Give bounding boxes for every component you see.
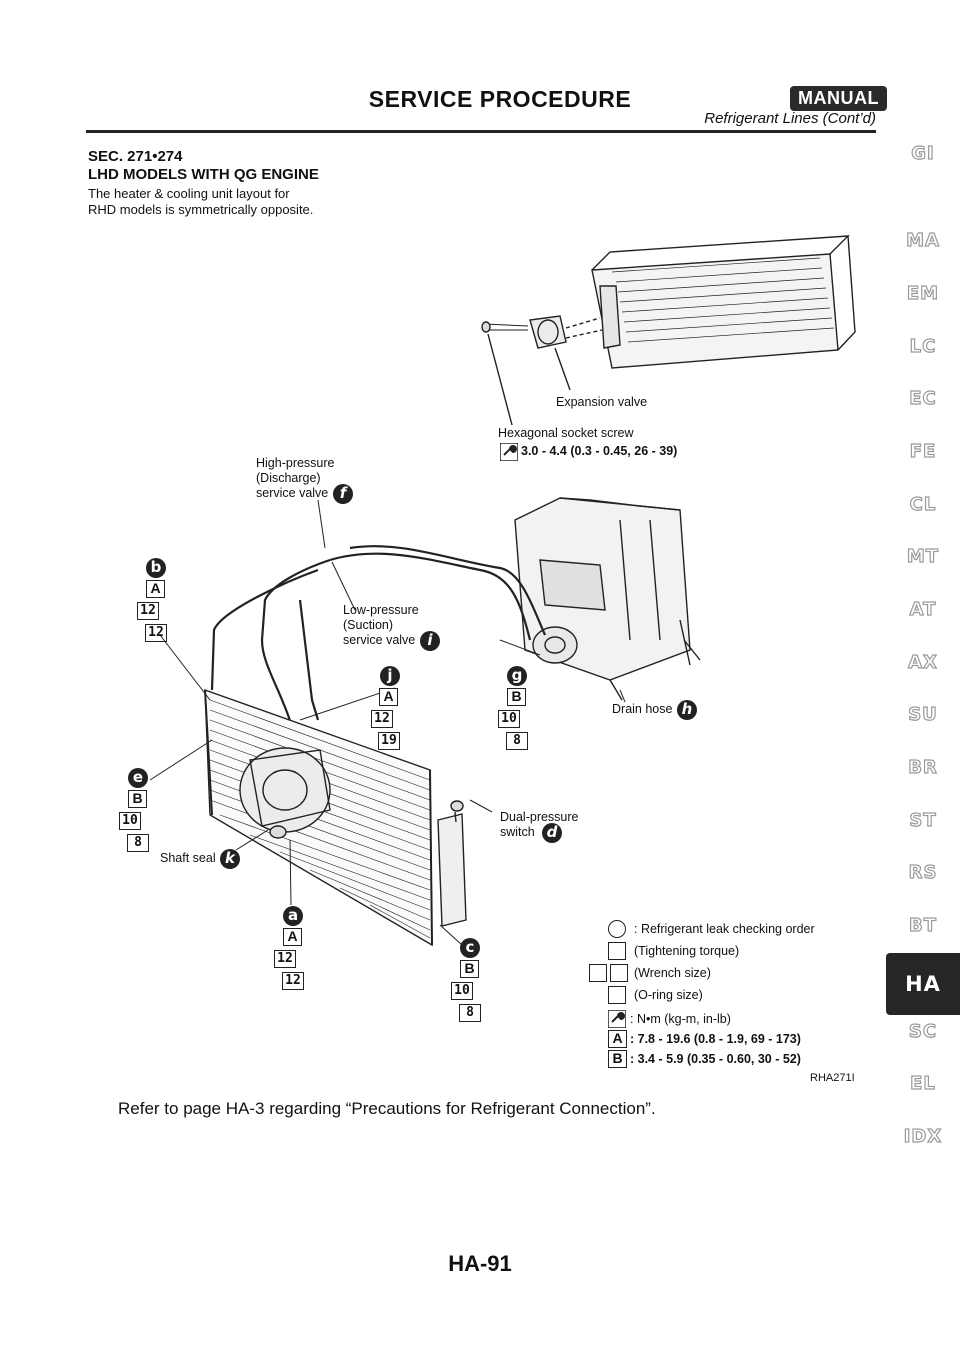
oring-12-a: 12 [137, 602, 159, 620]
evaporator-drawing [591, 235, 856, 369]
legend-circle-symbol [608, 920, 626, 938]
tab-mt[interactable]: MT [906, 545, 940, 567]
lp-valve-label-3: service valve [343, 633, 416, 647]
callout-f: f [333, 484, 353, 504]
callout-c: c [460, 938, 480, 958]
tab-lc[interactable]: LC [909, 335, 937, 357]
refrigerant-lines-diagram [149, 235, 856, 947]
callout-g: g [507, 666, 527, 686]
hp-valve-label-1: High-pressure [256, 456, 335, 470]
callout-A-2: A [379, 688, 398, 706]
tab-ec[interactable]: EC [909, 387, 937, 409]
page-title: SERVICE PROCEDURE [368, 86, 632, 112]
figure-id: RHA271I [810, 1072, 855, 1084]
callout-d: d [542, 823, 562, 843]
tab-at[interactable]: AT [909, 598, 937, 620]
legend-B-symbol: B [608, 1050, 627, 1068]
legend-wrench-symbol-2 [610, 964, 628, 982]
heater-cooling-unit-drawing [514, 497, 701, 701]
legend-oring-size: (O-ring size) [634, 988, 703, 1002]
tab-ax[interactable]: AX [907, 651, 938, 673]
layout-note-line1: The heater & cooling unit layout for [88, 186, 290, 201]
layout-note-line2: RHD models is symmetrically opposite. [88, 202, 314, 217]
callout-k: k [220, 849, 240, 869]
hex-screw-torque: 3.0 - 4.4 (0.3 - 0.45, 26 - 39) [521, 444, 678, 458]
legend-leak-order: : Refrigerant leak checking order [634, 922, 815, 936]
tab-ha[interactable]: HA [886, 953, 960, 1015]
hp-valve-label-2: (Discharge) [256, 471, 321, 485]
wrench-8-g: 8 [506, 732, 528, 750]
callout-e: e [128, 768, 148, 788]
callout-A-1: A [146, 580, 165, 598]
reference-note: Refer to page HA-3 regarding “Precaution… [118, 1099, 656, 1118]
tab-gi[interactable]: GI [911, 142, 935, 164]
page-number: HA-91 [448, 1251, 512, 1276]
liquid-tank-drawing [437, 800, 467, 927]
tab-bt[interactable]: BT [908, 914, 937, 936]
wrench-19-j: 19 [378, 732, 400, 750]
lp-valve-label-1: Low-pressure [343, 603, 419, 617]
legend-torque-A: : 7.8 - 19.6 (0.8 - 1.9, 69 - 173) [630, 1032, 801, 1046]
header-rule [86, 130, 876, 133]
callout-i: i [420, 631, 440, 651]
tab-cl[interactable]: CL [909, 493, 937, 515]
tab-ma[interactable]: MA [905, 229, 940, 251]
manual-badge: MANUAL [790, 86, 887, 111]
oring-12-a2: 12 [274, 950, 296, 968]
callout-a: a [283, 906, 303, 926]
legend-units: : N•m (kg-m, in-lb) [630, 1012, 731, 1026]
legend-A-symbol: A [608, 1030, 627, 1048]
expansion-valve-label: Expansion valve [556, 395, 648, 409]
tab-fe[interactable]: FE [909, 440, 937, 462]
callout-A-3: A [283, 928, 302, 946]
model-heading: LHD MODELS WITH QG ENGINE [88, 166, 319, 183]
drain-hose-label: Drain hose [612, 702, 673, 716]
wrench-8-e: 8 [127, 834, 149, 852]
legend-torque-B: : 3.4 - 5.9 (0.35 - 0.60, 30 - 52) [630, 1052, 801, 1066]
callout-B-1: B [507, 688, 526, 706]
lp-valve-label-2: (Suction) [343, 618, 394, 632]
legend-square-symbol [608, 942, 626, 960]
hp-valve-label-3: service valve [256, 486, 329, 500]
hex-screw-label: Hexagonal socket screw [498, 426, 634, 440]
legend-wrench-size: (Wrench size) [634, 966, 711, 980]
tab-idx[interactable]: IDX [903, 1125, 943, 1147]
callout-j: j [380, 666, 400, 686]
tab-br[interactable]: BR [908, 756, 938, 778]
tab-sc[interactable]: SC [908, 1020, 938, 1042]
sec-number: SEC. 271•274 [88, 148, 183, 165]
wrench-8-c: 8 [459, 1004, 481, 1022]
callout-b: b [146, 558, 166, 578]
oring-10-e: 10 [119, 812, 141, 830]
expansion-valve-drawing [481, 315, 603, 426]
dual-switch-label-2: switch [500, 825, 535, 839]
tab-su[interactable]: SU [908, 703, 938, 725]
tab-em[interactable]: EM [906, 282, 940, 304]
tab-st[interactable]: ST [909, 809, 937, 831]
tab-el[interactable]: EL [910, 1072, 936, 1094]
compressor-drawing [239, 747, 331, 839]
callout-B-3: B [460, 960, 479, 978]
oring-10-g: 10 [498, 710, 520, 728]
legend-tightening-torque: (Tightening torque) [634, 944, 740, 958]
section-subtitle: Refrigerant Lines (Cont’d) [704, 110, 876, 127]
refrigerant-pipes [210, 545, 547, 761]
torque-wrench-icon [500, 443, 518, 461]
callout-B-2: B [128, 790, 147, 808]
callout-h: h [677, 700, 697, 720]
tab-rs[interactable]: RS [908, 861, 938, 883]
dual-switch-label-1: Dual-pressure [500, 810, 579, 824]
legend-oring-symbol [608, 986, 626, 1004]
wrench-12-a2: 12 [282, 972, 304, 990]
legend-torque-wrench-icon [608, 1010, 626, 1028]
shaft-seal-label: Shaft seal [160, 851, 216, 865]
oring-10-c: 10 [451, 982, 473, 1000]
oring-12-j: 12 [371, 710, 393, 728]
wrench-12-a: 12 [145, 624, 167, 642]
legend-wrench-symbol-1 [589, 964, 607, 982]
